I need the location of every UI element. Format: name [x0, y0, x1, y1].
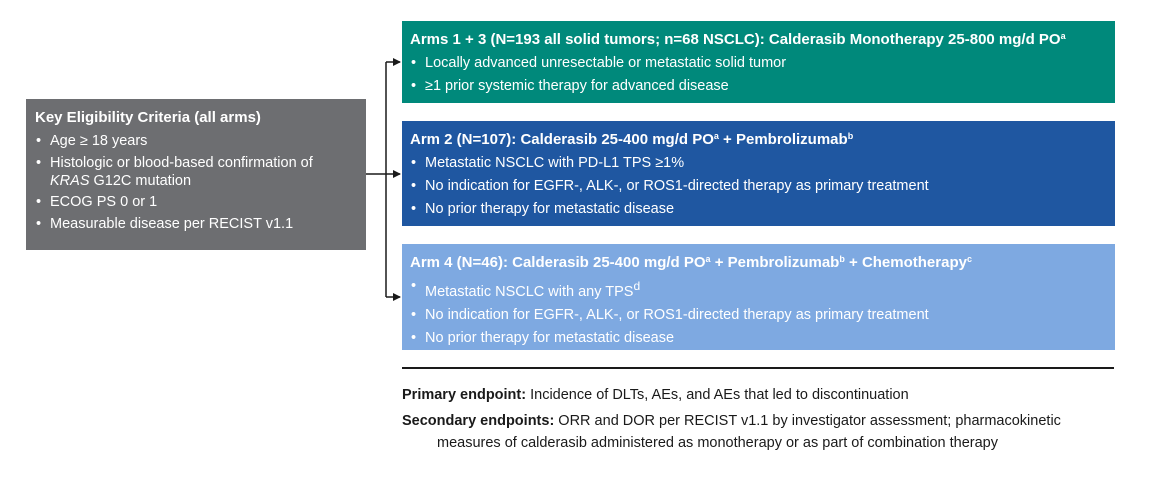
arm-2-footnote-a: a — [713, 131, 719, 141]
arm-4-box: Arm 4 (N=46): Calderasib 25-400 mg/d POa… — [402, 244, 1115, 350]
arm-4-title-text-1: Arm 4 (N=46): Calderasib 25-400 mg/d PO — [410, 254, 706, 271]
eligibility-criteria-box: Key Eligibility Criteria (all arms) Age … — [26, 99, 366, 250]
arm-2-title: Arm 2 (N=107): Calderasib 25-400 mg/d PO… — [410, 129, 1105, 151]
arm-4-title: Arm 4 (N=46): Calderasib 25-400 mg/d POa… — [410, 252, 1105, 274]
primary-endpoint-text: Incidence of DLTs, AEs, and AEs that led… — [526, 387, 909, 403]
arm-1-3-list: Locally advanced unresectable or metasta… — [410, 52, 1105, 98]
arm-2-item-no-prior: No prior therapy for metastatic disease — [410, 198, 1105, 221]
arm-4-footnote-d: d — [633, 279, 641, 293]
arm-1-3-title: Arms 1 + 3 (N=193 all solid tumors; n=68… — [410, 29, 1105, 51]
arm-1-3-footnote-a: a — [1060, 31, 1066, 41]
criteria-item-confirmation: Histologic or blood-based confirmation o… — [35, 152, 356, 174]
arm-4-title-text-3: + Chemotherapy — [844, 254, 967, 271]
endpoints-divider — [402, 367, 1114, 369]
primary-endpoint-label: Primary endpoint: — [402, 387, 527, 403]
endpoints-section: Primary endpoint: Incidence of DLTs, AEs… — [402, 384, 1117, 458]
arm-1-3-item-prior-therapy: ≥1 prior systemic therapy for advanced d… — [410, 75, 1105, 98]
arm-2-title-text-1: Arm 2 (N=107): Calderasib 25-400 mg/d PO — [410, 131, 714, 148]
mutation-label: G12C mutation — [89, 173, 192, 189]
secondary-endpoints: Secondary endpoints: ORR and DOR per REC… — [402, 410, 1117, 454]
criteria-item-age: Age ≥ 18 years — [35, 130, 356, 152]
arm-4-item-no-prior: No prior therapy for metastatic disease — [410, 327, 1105, 350]
arm-4-item-no-indication: No indication for EGFR-, ALK-, or ROS1-d… — [410, 304, 1105, 327]
criteria-item-confirmation-cont: KRAS G12C mutation — [35, 171, 356, 191]
arm-4-footnote-a: a — [705, 254, 711, 264]
arm-4-footnote-c: c — [966, 254, 972, 264]
arm-4-item-nsclc-text: Metastatic NSCLC with any TPS — [425, 283, 634, 300]
arm-2-list: Metastatic NSCLC with PD-L1 TPS ≥1% No i… — [410, 152, 1105, 221]
arm-4-footnote-b: b — [839, 254, 845, 264]
kras-gene-label: KRAS — [50, 173, 90, 189]
arm-2-footnote-b: b — [847, 131, 854, 141]
arm-2-item-nsclc: Metastatic NSCLC with PD-L1 TPS ≥1% — [410, 152, 1105, 175]
arm-1-3-title-text: Arms 1 + 3 (N=193 all solid tumors; n=68… — [410, 31, 1061, 48]
arm-2-item-no-indication: No indication for EGFR-, ALK-, or ROS1-d… — [410, 175, 1105, 198]
secondary-endpoints-label: Secondary endpoints: — [402, 413, 555, 429]
arm-4-list: Metastatic NSCLC with any TPSd No indica… — [410, 275, 1105, 350]
criteria-title: Key Eligibility Criteria (all arms) — [35, 109, 261, 126]
arm-2-title-text-2: + Pembrolizumab — [718, 131, 848, 148]
secondary-endpoints-text-2: measures of calderasib administered as m… — [437, 435, 998, 451]
criteria-list: Age ≥ 18 years Histologic or blood-based… — [35, 130, 356, 235]
criteria-item-ecog: ECOG PS 0 or 1 — [35, 191, 356, 213]
arm-4-item-nsclc: Metastatic NSCLC with any TPSd — [410, 275, 1105, 304]
secondary-endpoints-text-1: ORR and DOR per RECIST v1.1 by investiga… — [554, 413, 1061, 429]
arm-4-title-text-2: + Pembrolizumab — [710, 254, 840, 271]
arm-1-3-item-tumor: Locally advanced unresectable or metasta… — [410, 52, 1105, 75]
arm-2-box: Arm 2 (N=107): Calderasib 25-400 mg/d PO… — [402, 121, 1115, 226]
arm-1-3-box: Arms 1 + 3 (N=193 all solid tumors; n=68… — [402, 21, 1115, 103]
primary-endpoint: Primary endpoint: Incidence of DLTs, AEs… — [402, 384, 1117, 406]
criteria-item-measurable: Measurable disease per RECIST v1.1 — [35, 213, 356, 235]
